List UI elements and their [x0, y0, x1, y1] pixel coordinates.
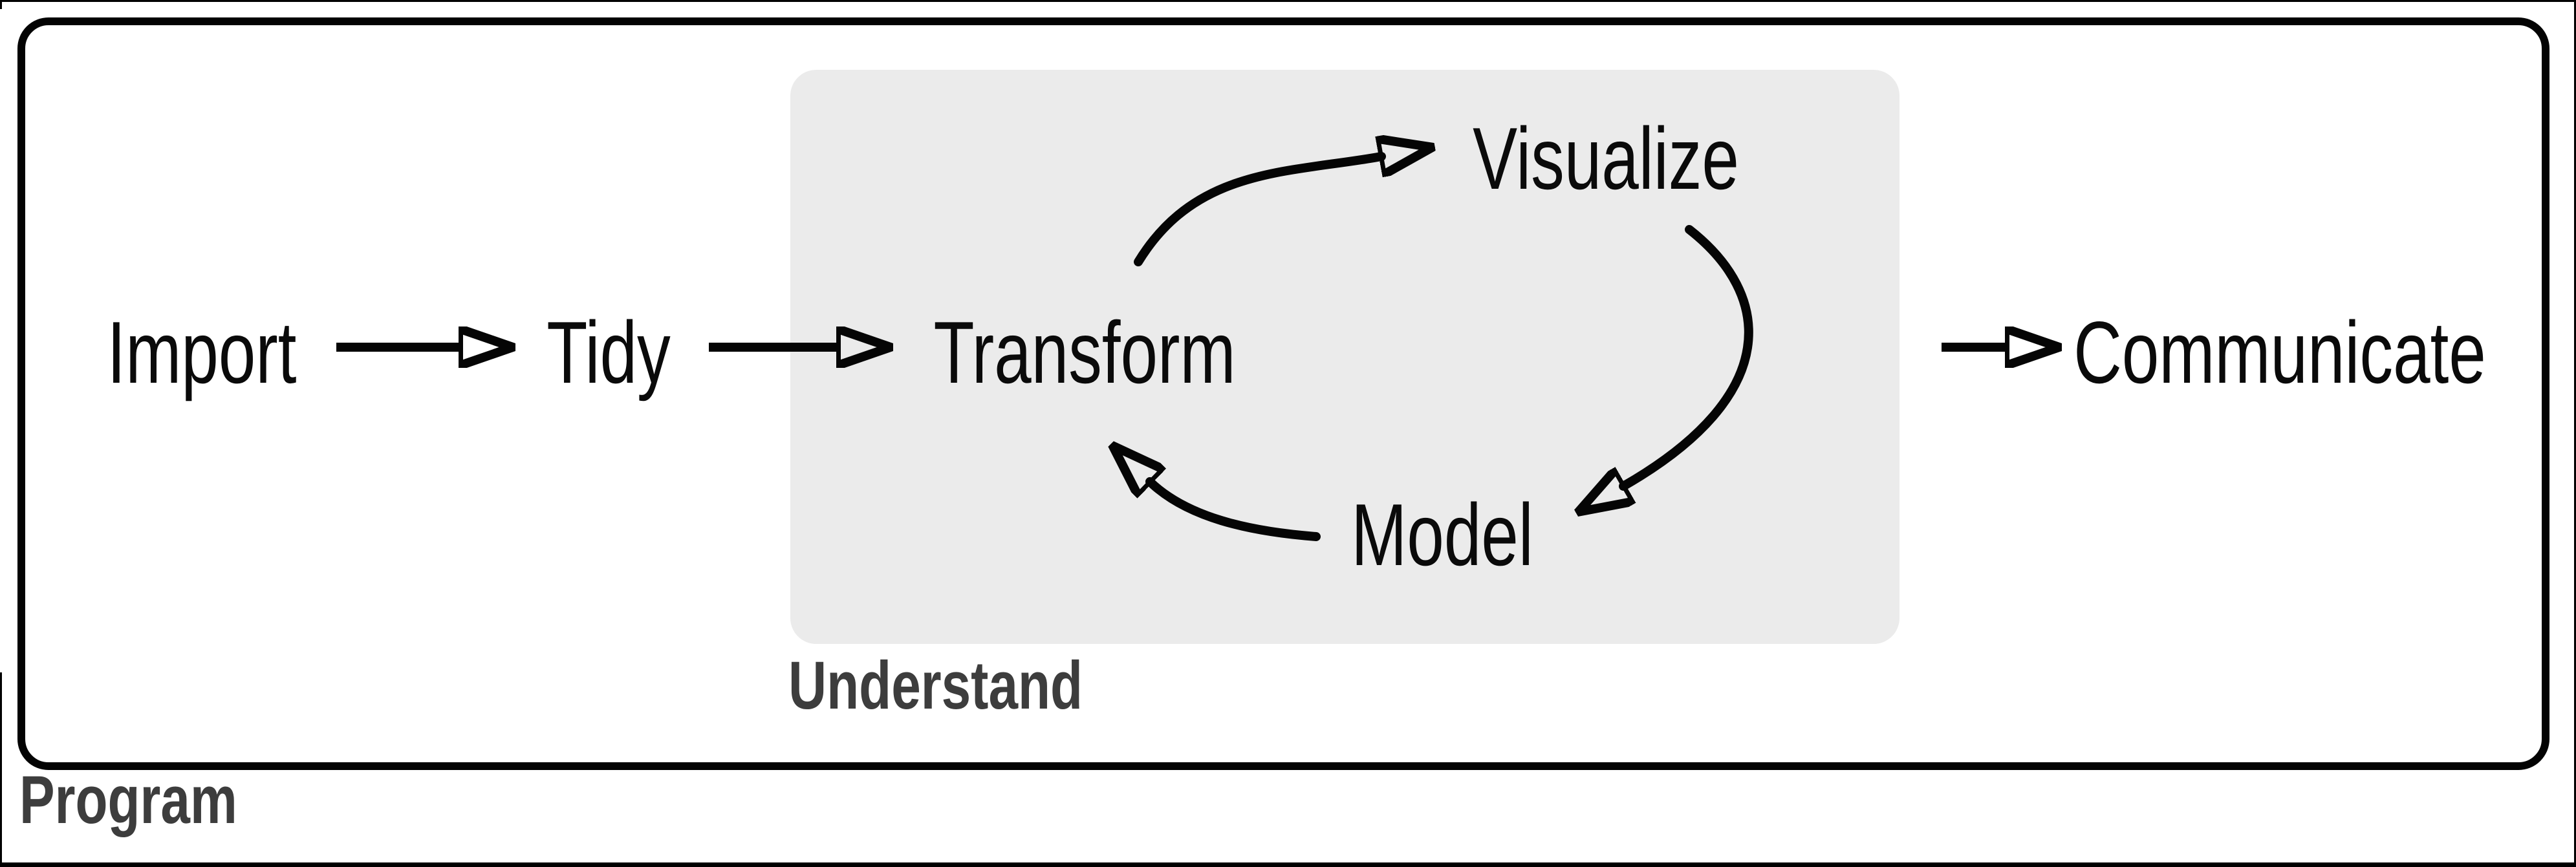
node-label-communicate: Communicate — [2073, 303, 2486, 401]
node-label-visualize: Visualize — [1473, 109, 1739, 208]
crop-border-bottom — [0, 862, 2576, 867]
zone-label-understand: Understand — [788, 648, 1083, 723]
node-label-transform: Transform — [933, 303, 1236, 401]
crop-border-left-bottom — [0, 672, 2, 867]
arrow-model-to-transform — [1150, 482, 1321, 541]
arrow-transform-to-visualize — [1134, 156, 1381, 266]
node-label-tidy: Tidy — [547, 303, 671, 401]
arrow-visualize-to-model — [1623, 225, 1753, 486]
program-zone-box — [17, 17, 2549, 770]
crop-border-right — [2574, 0, 2576, 867]
node-label-model: Model — [1351, 486, 1533, 584]
crop-border-top — [0, 0, 2576, 2]
zone-label-program: Program — [19, 762, 237, 838]
crop-border-left-stub — [0, 0, 2, 9]
node-label-import: Import — [107, 303, 297, 401]
